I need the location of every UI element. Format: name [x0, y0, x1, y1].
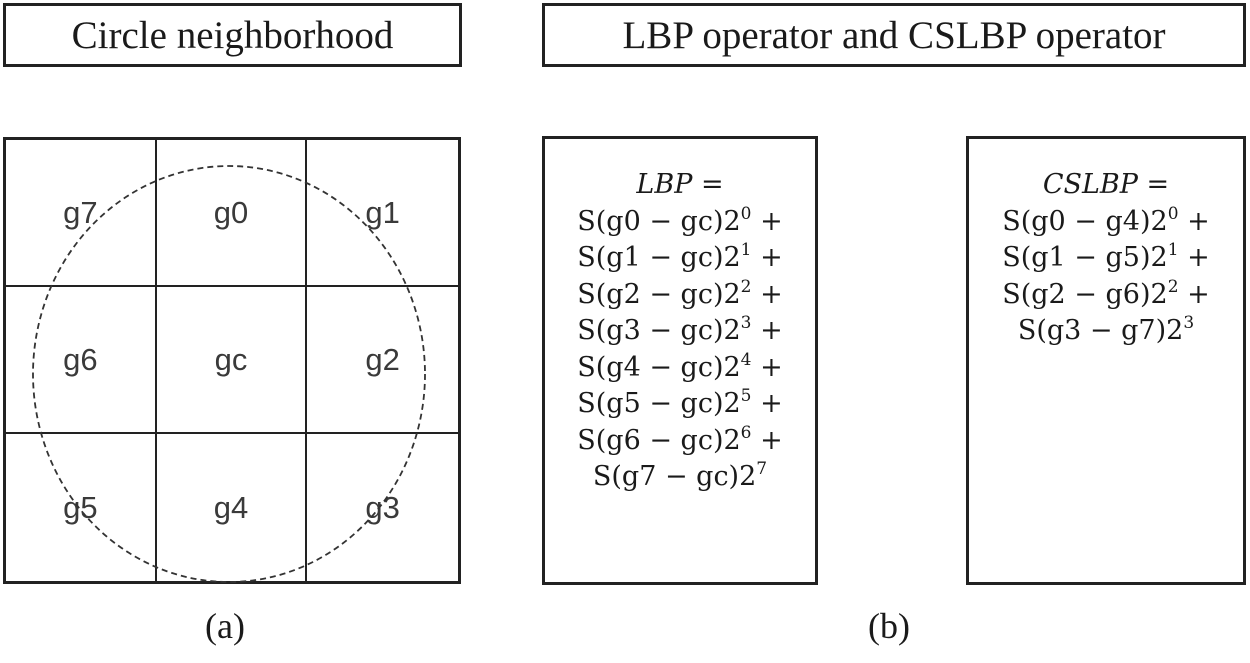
term-base: S(g1 − gc)2: [577, 242, 741, 273]
term-plus: +: [1178, 278, 1210, 310]
term-base: S(g0 − gc)2: [577, 205, 741, 237]
term-base: S(g4 − gc)2: [577, 351, 741, 383]
term-exponent: 2: [1167, 276, 1179, 297]
term-exponent: 6: [740, 422, 752, 443]
term-plus: +: [751, 242, 783, 273]
neighborhood-grid: g7 g0 g1 g6 gc g2 g5 g4 g3: [3, 137, 461, 584]
term-plus: +: [1178, 205, 1210, 237]
header-text: Circle neighborhood: [71, 13, 394, 57]
term-exponent: 5: [740, 386, 752, 406]
cslbp-term: S(g3 − g7)23: [969, 313, 1243, 350]
term-exponent: 3: [1183, 313, 1195, 333]
cell-g1: g1: [307, 140, 458, 287]
term-exponent: 1: [740, 240, 752, 260]
cslbp-term: S(g0 − g4)20 +: [969, 204, 1243, 241]
term-exponent: 4: [740, 349, 752, 370]
cell-gc: gc: [156, 287, 308, 434]
lbp-term: S(g1 − gc)21 +: [545, 240, 815, 277]
caption-b: (b): [868, 606, 910, 646]
cslbp-terms: S(g0 − g4)20 +S(g1 − g5)21 +S(g2 − g6)22…: [969, 204, 1243, 350]
header-text: LBP operator and CSLBP operator: [622, 13, 1166, 57]
term-plus: +: [751, 278, 783, 310]
lbp-term: S(g5 − gc)25 +: [545, 386, 815, 423]
term-base: S(g2 − gc)2: [577, 278, 741, 310]
term-exponent: 2: [740, 276, 752, 297]
term-exponent: 1: [1167, 240, 1179, 260]
cslbp-formula-box: CSLBP = S(g0 − g4)20 +S(g1 − g5)21 +S(g2…: [966, 136, 1246, 585]
cell-g4: g4: [157, 434, 308, 581]
term-base: S(g0 − g4)2: [1002, 205, 1168, 237]
term-base: S(g2 − g6)2: [1002, 278, 1168, 310]
term-plus: +: [751, 388, 783, 419]
caption-a: (a): [205, 606, 245, 646]
term-plus: +: [751, 315, 783, 346]
lbp-term: S(g6 − gc)26 +: [545, 423, 815, 460]
cell-g6: g6: [6, 287, 157, 434]
term-base: S(g1 − g5)2: [1002, 242, 1168, 273]
term-plus: +: [751, 351, 783, 383]
lbp-terms: S(g0 − gc)20 +S(g1 − gc)21 +S(g2 − gc)22…: [545, 204, 815, 496]
lbp-term: S(g7 − gc)27: [545, 459, 815, 496]
lbp-lhs: LBP =: [636, 169, 724, 200]
lbp-term: S(g4 − gc)24 +: [545, 350, 815, 387]
term-exponent: 0: [740, 203, 752, 224]
cslbp-term: S(g2 − g6)22 +: [969, 277, 1243, 314]
lbp-term: S(g2 − gc)22 +: [545, 277, 815, 314]
term-exponent: 7: [756, 459, 768, 479]
lbp-term: S(g0 − gc)20 +: [545, 204, 815, 241]
term-base: S(g6 − gc)2: [577, 424, 741, 456]
term-base: S(g3 − g7)2: [1017, 315, 1184, 346]
term-plus: +: [751, 424, 783, 456]
cell-g3: g3: [365, 489, 400, 525]
term-base: S(g3 − gc)2: [577, 315, 741, 346]
cell-g7: g7: [6, 140, 157, 287]
cslbp-lhs: CSLBP =: [1042, 169, 1170, 200]
term-plus: +: [751, 205, 783, 237]
term-plus: +: [1178, 242, 1210, 273]
term-exponent: 0: [1167, 203, 1179, 224]
cell-g0: g0: [156, 140, 308, 287]
lbp-term: S(g3 − gc)23 +: [545, 313, 815, 350]
circle-neighborhood-header: Circle neighborhood: [3, 3, 462, 67]
term-base: S(g7 − gc)2: [592, 461, 757, 492]
cslbp-term: S(g1 − g5)21 +: [969, 240, 1243, 277]
term-exponent: 3: [740, 313, 752, 333]
lbp-formula-box: LBP = S(g0 − gc)20 +S(g1 − gc)21 +S(g2 −…: [542, 136, 818, 585]
term-base: S(g5 − gc)2: [577, 388, 741, 419]
cell-g5: g5: [6, 434, 157, 581]
operator-header: LBP operator and CSLBP operator: [542, 3, 1246, 67]
cell-g2: g2: [307, 287, 458, 434]
